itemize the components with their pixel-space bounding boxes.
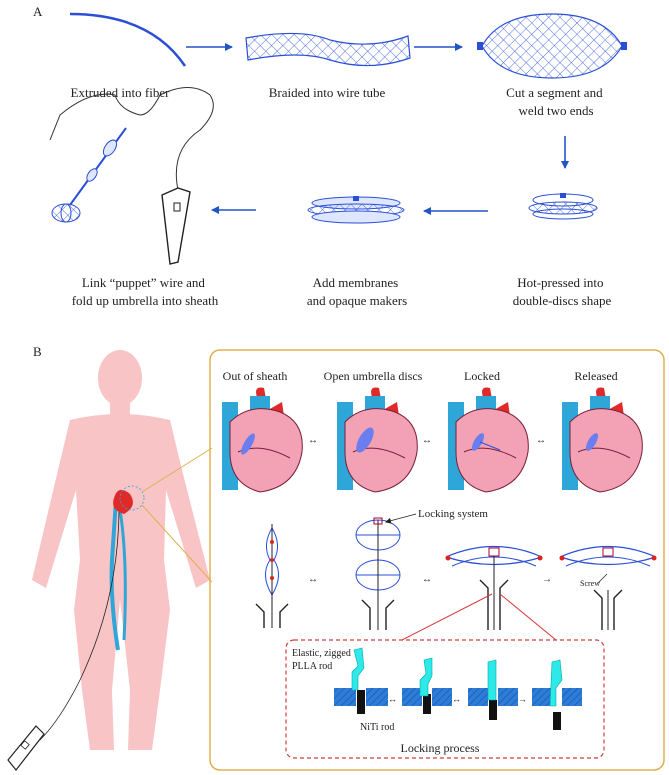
fiber-curve xyxy=(69,12,187,67)
locking-system-pointer xyxy=(385,513,417,524)
lock-step-4 xyxy=(532,659,582,730)
step-4-label: Hot-pressed into double-discs shape xyxy=(513,275,612,308)
weld-end-left xyxy=(477,42,483,50)
vena-cava xyxy=(109,499,120,651)
screw-label: Screw xyxy=(580,579,600,588)
heart-stage-1 xyxy=(222,387,303,493)
lock-arrow-2: ↔ xyxy=(452,694,461,704)
puppet-wire-assembly xyxy=(49,87,214,265)
device-schematic-2 xyxy=(355,517,401,630)
step-1-label: Extruded into fiber xyxy=(71,85,171,100)
lock-step-1 xyxy=(334,647,388,714)
panel-a-label: A xyxy=(33,4,43,19)
step-6-label: Link “puppet” wire and fold up umbrella … xyxy=(72,275,219,308)
weld-end-right xyxy=(621,42,627,50)
zoom-line-bottom xyxy=(141,504,213,583)
lock-step-3 xyxy=(468,659,518,720)
plla-rod-label: Elastic, zigged PLLA rod xyxy=(292,648,353,672)
locking-process-title: Locking process xyxy=(401,741,480,755)
braided-tube xyxy=(245,32,411,67)
schematic-arrow-1: ↔ xyxy=(308,574,318,585)
membrane-discs xyxy=(307,196,405,224)
inset-zoom-right xyxy=(499,593,557,641)
lock-arrow-3: → xyxy=(518,694,527,704)
device-schematic-3 xyxy=(445,545,543,630)
stage-label-locked: Locked xyxy=(464,369,500,383)
body-heart xyxy=(113,485,145,514)
heart-stage-4 xyxy=(562,387,643,493)
step-2-label: Braided into wire tube xyxy=(269,85,386,100)
zoom-line-top xyxy=(141,447,213,493)
detail-frame xyxy=(209,349,665,771)
niti-rod-label: NiTi rod xyxy=(360,722,394,733)
screw-pointer xyxy=(597,573,608,584)
heart-stage-2 xyxy=(337,387,418,493)
stage-arrow-2: ↔ xyxy=(422,435,432,446)
step-5-label: Add membranes and opaque makers xyxy=(307,275,407,308)
stage-arrow-3: ↔ xyxy=(536,435,546,446)
catheter-wire xyxy=(39,511,120,741)
heart-stage-3 xyxy=(448,387,529,493)
device-schematic-4 xyxy=(559,545,657,630)
double-discs xyxy=(528,193,598,220)
locking-system-label: Locking system xyxy=(418,508,488,520)
femoral-vessel xyxy=(118,509,127,641)
locking-process-inset xyxy=(285,639,605,759)
inset-zoom-left xyxy=(401,593,493,641)
handle-device xyxy=(7,725,45,771)
schematic-arrow-3: → xyxy=(542,574,552,585)
welded-segment xyxy=(481,13,623,79)
stage-label-open-discs: Open umbrella discs xyxy=(324,369,423,383)
stage-arrow-1: ↔ xyxy=(308,435,318,446)
stage-label-released: Released xyxy=(574,369,617,383)
lock-step-2 xyxy=(402,657,452,714)
human-body xyxy=(32,350,210,750)
lock-arrow-1: ↔ xyxy=(388,694,397,704)
device-schematic-1 xyxy=(255,524,289,628)
step-3-label: Cut a segment and weld two ends xyxy=(506,85,606,118)
schematic-arrow-2: ↔ xyxy=(422,574,432,585)
stage-label-out-of-sheath: Out of sheath xyxy=(223,369,288,383)
panel-b-label: B xyxy=(33,344,42,359)
